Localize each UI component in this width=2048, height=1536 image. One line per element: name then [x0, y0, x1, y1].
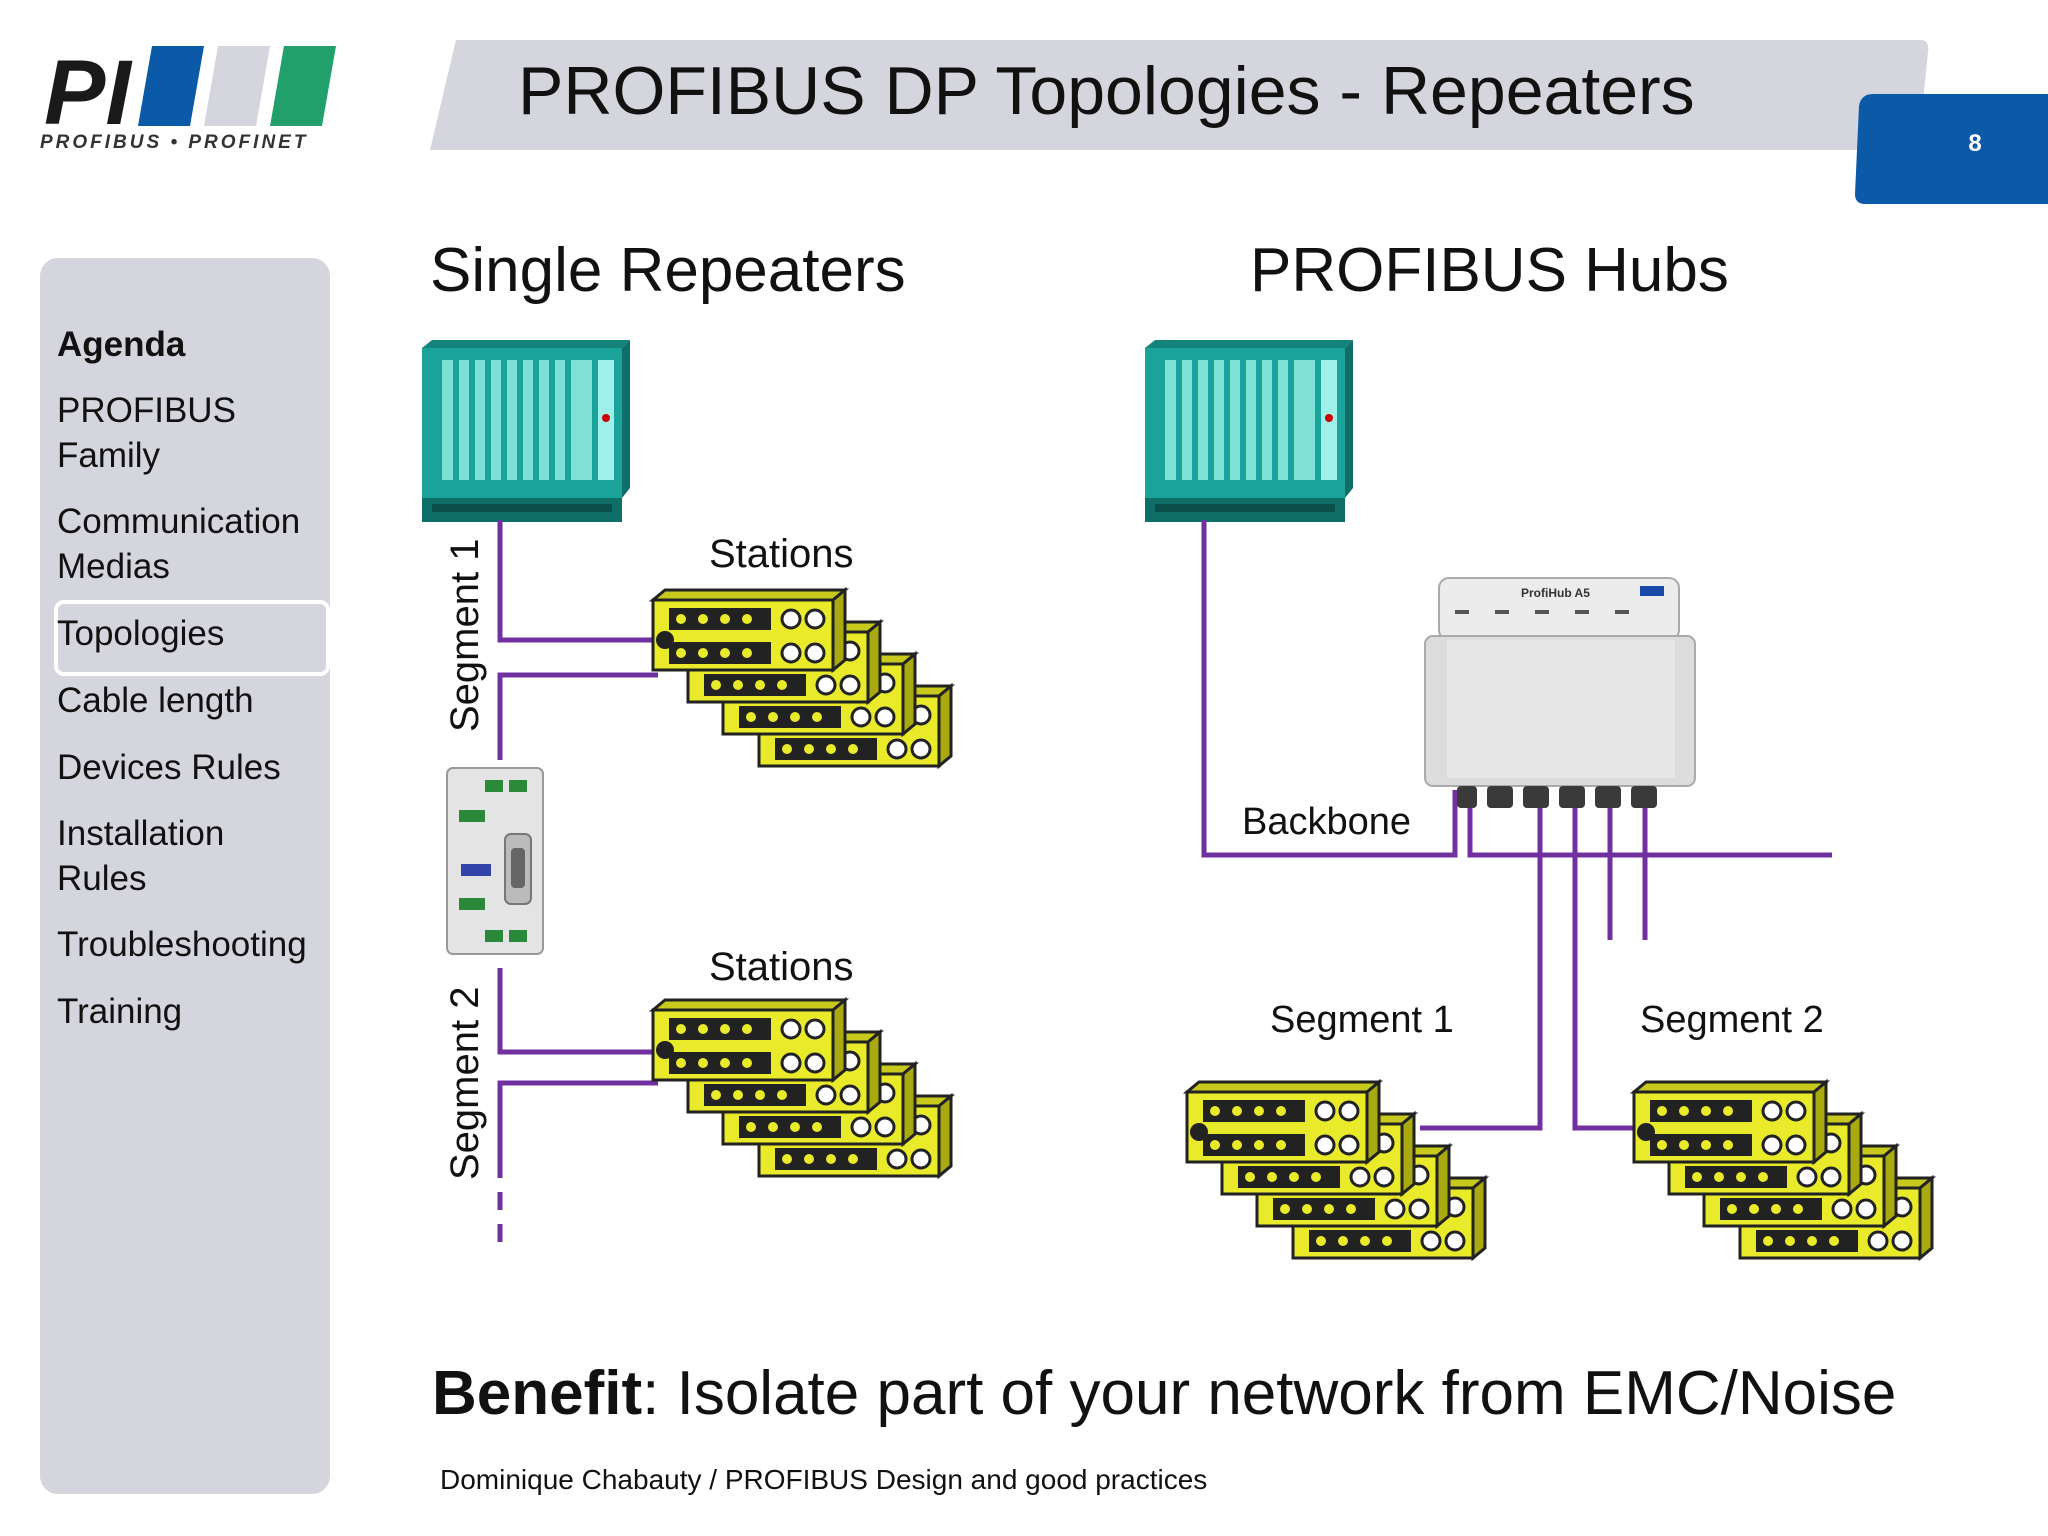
- agenda-sidebar: [40, 258, 330, 1494]
- sidebar-item-topologies[interactable]: Topologies: [57, 611, 224, 656]
- logo-mark: PI: [44, 42, 133, 144]
- sidebar-item-label: Cable length: [57, 681, 254, 720]
- stations-label-bottom: Stations: [709, 945, 854, 989]
- benefit-text: : Isolate part of your network from EMC/…: [642, 1359, 1897, 1428]
- sidebar-item-profibus-family[interactable]: PROFIBUS Family: [57, 388, 236, 478]
- sidebar-item-label: Installation: [57, 814, 225, 853]
- left-heading: Single Repeaters: [430, 236, 906, 305]
- segment1-label: Segment 1: [443, 539, 487, 732]
- benefit-bold: Benefit: [432, 1359, 643, 1428]
- page-number: 8: [1968, 130, 1982, 157]
- hub-segment2-label: Segment 2: [1640, 999, 1824, 1041]
- sidebar-item-label: Troubleshooting: [57, 925, 307, 964]
- stations-label-top: Stations: [709, 532, 854, 576]
- right-heading: PROFIBUS Hubs: [1250, 236, 1729, 305]
- sidebar-item-communication-medias[interactable]: Communication Medias: [57, 499, 300, 589]
- repeater-device: [446, 767, 544, 955]
- backbone-label: Backbone: [1242, 801, 1411, 843]
- sidebar-item-label: Family: [57, 436, 161, 475]
- sidebar-item-devices-rules[interactable]: Devices Rules: [57, 745, 281, 790]
- sidebar-item-troubleshooting[interactable]: Troubleshooting: [57, 922, 307, 967]
- station-stack-hub-segment1: [1187, 1082, 1485, 1258]
- sidebar-item-label: Medias: [57, 547, 170, 586]
- segment2-label: Segment 2: [443, 987, 487, 1180]
- station-stack-top: [653, 590, 951, 766]
- hub-segment1-label: Segment 1: [1270, 999, 1454, 1041]
- bus-lines-right: [1201, 520, 1832, 1131]
- slide-title: PROFIBUS DP Topologies - Repeaters: [518, 53, 1695, 129]
- benefit-statement: Benefit: Isolate part of your network fr…: [432, 1358, 1896, 1429]
- title-bar: [430, 40, 1929, 150]
- agenda-heading: Agenda: [57, 325, 186, 364]
- profihub-label: ProfiHub A5: [1521, 586, 1590, 600]
- profihub-device: ProfiHub A5: [1424, 577, 1696, 808]
- sidebar-active-highlight: [54, 600, 330, 676]
- sidebar-item-label: Training: [57, 992, 183, 1031]
- bus-lines-left: [497, 520, 658, 1250]
- station-stack-bottom: [653, 1000, 951, 1176]
- sidebar-item-installation-rules[interactable]: Installation Rules: [57, 811, 224, 901]
- master-plc-right: [1145, 340, 1353, 522]
- logo-tagline: PROFIBUS • PROFINET: [40, 132, 308, 153]
- sidebar-item-label: Topologies: [57, 614, 225, 653]
- sidebar-item-label: Communication: [57, 502, 301, 541]
- sidebar-item-training[interactable]: Training: [57, 989, 182, 1034]
- footer-credit: Dominique Chabauty / PROFIBUS Design and…: [440, 1464, 1208, 1495]
- sidebar-item-cable-length[interactable]: Cable length: [57, 678, 254, 723]
- profibus-profinet-logo: PI PROFIBUS • PROFINET: [40, 42, 336, 153]
- page-number-tab: [1855, 94, 2048, 204]
- sidebar-item-label: PROFIBUS: [57, 391, 236, 430]
- station-stack-hub-segment2: [1634, 1082, 1932, 1258]
- master-plc-left: [422, 340, 630, 522]
- sidebar-item-label: Rules: [57, 859, 147, 898]
- sidebar-item-label: Devices Rules: [57, 748, 281, 787]
